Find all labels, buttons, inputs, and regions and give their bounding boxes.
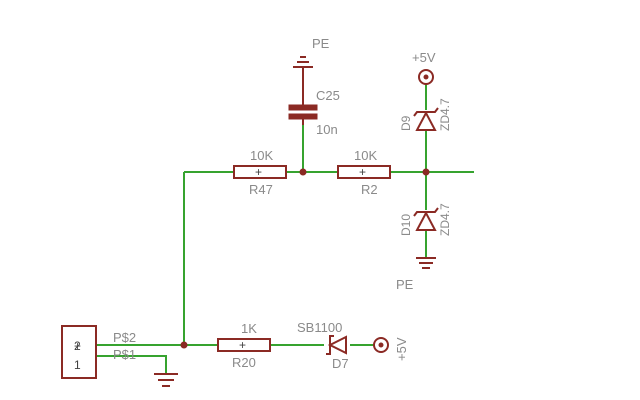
pe-ground-bottom: PE [396, 257, 436, 292]
resistor-r20: + 1K R20 [217, 321, 271, 370]
resistor-icon [233, 165, 287, 179]
wires [96, 83, 474, 373]
pe-ground-top: PE [293, 36, 330, 105]
zener-diode-icon [415, 210, 437, 231]
junction-dot [180, 341, 188, 349]
zener-d10: D10 ZD4.7 [399, 203, 452, 236]
schottky-d7: SB1100 D7 [297, 320, 349, 371]
wire-pin1-to-gnd [96, 355, 167, 373]
supply-5v-top: +5V [412, 50, 436, 85]
connector-pin2-number: 2 [74, 339, 81, 353]
resistor-icon [337, 165, 391, 179]
connector-block: 2 + 1 P$2 P$1 [61, 325, 136, 379]
supply-symbol-icon [373, 337, 389, 353]
r20-plus-mark: + [239, 338, 246, 352]
supply-symbol-icon [418, 69, 434, 85]
d9-name-label: D9 [399, 115, 413, 131]
resistor-icon [217, 338, 271, 352]
pin2-label: P$2 [113, 330, 136, 345]
zener-diode-icon [415, 110, 437, 131]
connector-pin2-plus: + [74, 339, 81, 353]
junction-dot [422, 168, 430, 176]
c25-name-label: C25 [316, 88, 340, 103]
connector-pin1-number: 1 [74, 358, 81, 372]
r2-name-label: R2 [361, 182, 378, 197]
r20-name-label: R20 [232, 355, 256, 370]
c25-value-label: 10n [316, 122, 338, 137]
pe-bottom-label: PE [396, 277, 414, 292]
capacitor-c25: C25 10n [288, 88, 340, 137]
r2-value-label: 10K [354, 148, 377, 163]
d9-value-label: ZD4.7 [438, 98, 452, 131]
r20-value-label: 1K [241, 321, 257, 336]
d7-name-label: D7 [332, 356, 349, 371]
r47-name-label: R47 [249, 182, 273, 197]
pin1-label: P$1 [113, 347, 136, 362]
r2-plus-mark: + [359, 165, 366, 179]
schottky-diode-icon [327, 335, 347, 355]
supply-5v-right: +5V [373, 337, 409, 361]
vcc-right-label: +5V [394, 337, 409, 361]
zener-d9: D9 ZD4.7 [399, 98, 452, 131]
r47-plus-mark: + [255, 165, 262, 179]
connector-body-icon [61, 325, 97, 379]
junction-dot [299, 168, 307, 176]
pe-top-label: PE [312, 36, 330, 51]
capacitor-plate-icon [288, 113, 318, 120]
capacitor-plate-icon [288, 104, 318, 111]
r47-value-label: 10K [250, 148, 273, 163]
d10-value-label: ZD4.7 [438, 203, 452, 236]
vcc-top-label: +5V [412, 50, 436, 65]
resistor-r2: + 10K R2 [337, 148, 391, 197]
resistor-r47: + 10K R47 [233, 148, 287, 197]
ground-bottom-left [154, 373, 178, 387]
d7-value-label: SB1100 [297, 320, 342, 335]
d10-name-label: D10 [399, 214, 413, 236]
